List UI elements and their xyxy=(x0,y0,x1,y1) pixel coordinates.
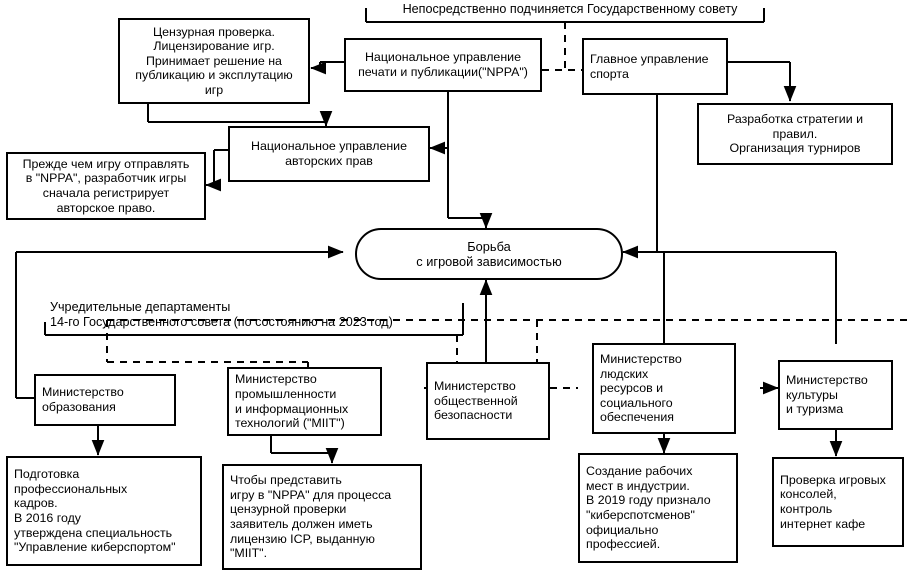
node-copyright-administration-label: Национальное управление авторских прав xyxy=(251,139,407,168)
node-nppa-label: Национальное управление печати и публика… xyxy=(358,50,528,79)
node-industry-note-label: Чтобы представить игру в "NPPA" для проц… xyxy=(230,473,392,561)
node-strategy-tournaments[interactable]: Разработка стратегии и правил. Организац… xyxy=(697,103,893,165)
node-gaming-addiction[interactable]: Борьба с игровой зависимостью xyxy=(355,228,623,280)
node-culture-note[interactable]: Проверка игровых консолей, контроль инте… xyxy=(772,457,904,547)
node-ministry-labour-social-label: Министерство людских ресурсов и социальн… xyxy=(600,352,682,425)
council-departments-note: Учредительные департаменты 14-го Государ… xyxy=(50,300,393,330)
node-censorship-check-label: Цензурная проверка. Лицензирование игр. … xyxy=(135,24,293,97)
node-gaming-addiction-label: Борьба с игровой зависимостью xyxy=(416,238,562,270)
node-sport-administration[interactable]: Главное управление спорта xyxy=(582,38,728,95)
node-copyright-registration-note[interactable]: Прежде чем игру отправлять в "NPPA", раз… xyxy=(6,152,206,220)
node-labour-note-label: Создание рабочих мест в индустрии. В 201… xyxy=(586,464,711,552)
node-ministry-public-security[interactable]: Министерство общественной безопасности xyxy=(426,362,550,440)
node-education-note[interactable]: Подготовка профессиональных кадров. В 20… xyxy=(6,456,202,566)
node-ministry-industry-it-label: Министерство промышленности и информацио… xyxy=(235,372,349,431)
node-ministry-industry-it[interactable]: Министерство промышленности и информацио… xyxy=(227,367,382,436)
node-sport-administration-label: Главное управление спорта xyxy=(590,51,709,81)
node-ministry-education[interactable]: Министерство образования xyxy=(34,374,176,426)
node-ministry-public-security-label: Министерство общественной безопасности xyxy=(434,379,518,423)
node-strategy-tournaments-label: Разработка стратегии и правил. Организац… xyxy=(726,112,864,156)
node-industry-note[interactable]: Чтобы представить игру в "NPPA" для проц… xyxy=(222,464,422,570)
node-censorship-check[interactable]: Цензурная проверка. Лицензирование игр. … xyxy=(118,18,310,104)
node-education-note-label: Подготовка профессиональных кадров. В 20… xyxy=(14,467,176,555)
state-council-note: Непосредственно подчиняется Государствен… xyxy=(402,2,738,16)
node-culture-note-label: Проверка игровых консолей, контроль инте… xyxy=(780,472,886,531)
node-copyright-administration[interactable]: Национальное управление авторских прав xyxy=(228,126,430,182)
node-ministry-education-label: Министерство образования xyxy=(42,385,124,414)
node-ministry-culture-tourism-label: Министерство культуры и туризма xyxy=(786,373,868,417)
node-ministry-culture-tourism[interactable]: Министерство культуры и туризма xyxy=(778,360,893,430)
node-copyright-registration-note-label: Прежде чем игру отправлять в "NPPA", раз… xyxy=(22,156,190,215)
node-ministry-labour-social[interactable]: Министерство людских ресурсов и социальн… xyxy=(592,343,736,434)
node-labour-note[interactable]: Создание рабочих мест в индустрии. В 201… xyxy=(578,453,738,563)
node-nppa[interactable]: Национальное управление печати и публика… xyxy=(344,38,542,92)
